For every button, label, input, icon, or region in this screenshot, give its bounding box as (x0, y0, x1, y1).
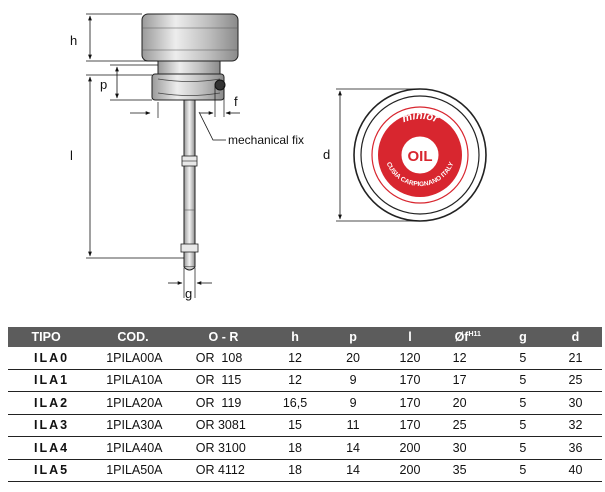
cell-d: 25 (548, 369, 602, 392)
cell-cod: 1PILA10A (84, 369, 182, 392)
cell-p: 9 (324, 391, 382, 415)
cell-or: OR 115 (181, 369, 266, 392)
table-header-row: TIPO COD. O - R h p l ØfH11 g d (8, 327, 602, 347)
cell-f: 20 (438, 391, 497, 415)
cell-h: 12 (265, 347, 325, 370)
label-p: p (100, 77, 107, 92)
cell-or: OR 119 (181, 391, 266, 415)
cell-d: 40 (548, 459, 602, 482)
cell-or: OR 4112 (181, 459, 266, 482)
dimension-f: f (200, 86, 240, 117)
cell-d: 32 (548, 414, 602, 437)
cell-l: 200 (381, 459, 439, 482)
cell-d: 36 (548, 436, 602, 460)
cell-f: 30 (438, 436, 497, 460)
header-diameter-f-text: Øf (454, 330, 469, 344)
cell-g: 5 (496, 414, 549, 437)
cell-tipo: ILA0 (8, 347, 85, 370)
label-g: g (185, 286, 192, 301)
cell-g: 5 (496, 347, 549, 370)
mechanical-fix-callout: mechanical fix (130, 102, 304, 147)
cell-g: 5 (496, 436, 549, 460)
cell-h: 16,5 (265, 391, 325, 415)
header-p: p (324, 327, 382, 347)
cell-h: 15 (265, 414, 325, 437)
cell-g: 5 (496, 391, 549, 415)
cell-h: 18 (265, 436, 325, 460)
cell-cod: 1PILA00A (84, 347, 182, 370)
cell-tipo: ILA4 (8, 436, 85, 460)
header-h: h (265, 327, 325, 347)
cell-l: 200 (381, 436, 439, 460)
cell-cod: 1PILA30A (84, 414, 182, 437)
cell-f: 35 (438, 459, 497, 482)
cell-cod: 1PILA40A (84, 436, 182, 460)
dimension-l: l (70, 74, 184, 259)
header-diameter-f: ØfH11 (438, 327, 497, 347)
dimension-d: d (323, 88, 420, 222)
cell-l: 170 (381, 369, 439, 392)
cell-f: 25 (438, 414, 497, 437)
cell-p: 14 (324, 459, 382, 482)
cell-d: 30 (548, 391, 602, 415)
dimension-g: g (168, 268, 212, 301)
dimension-p: p (100, 64, 158, 101)
cell-h: 18 (265, 459, 325, 482)
cell-tipo: ILA5 (8, 459, 85, 482)
cap-top-view: minlor CUSIA CARPIGNANO ITALY OIL (353, 88, 487, 222)
label-h: h (70, 33, 77, 48)
cell-g: 5 (496, 369, 549, 392)
header-d: d (548, 327, 602, 347)
cell-or: OR 3100 (181, 436, 266, 460)
header-tipo: TIPO (8, 327, 85, 347)
cell-p: 11 (324, 414, 382, 437)
label-l: l (70, 148, 73, 163)
header-cod: COD. (84, 327, 182, 347)
header-or: O - R (181, 327, 266, 347)
cell-f: 17 (438, 369, 497, 392)
technical-drawing: h l p f mechanical fix g (70, 13, 487, 301)
cell-tipo: ILA2 (8, 391, 85, 415)
cell-p: 14 (324, 436, 382, 460)
cell-cod: 1PILA50A (84, 459, 182, 482)
cell-or: OR 108 (181, 347, 266, 370)
cell-tipo: ILA3 (8, 414, 85, 437)
cell-l: 170 (381, 391, 439, 415)
label-d: d (323, 147, 330, 162)
cell-p: 9 (324, 369, 382, 392)
cell-l: 120 (381, 347, 439, 370)
cell-tipo: ILA1 (8, 369, 85, 392)
cell-p: 20 (324, 347, 382, 370)
cell-h: 12 (265, 369, 325, 392)
dipstick-side-view (141, 13, 239, 271)
header-g: g (496, 327, 549, 347)
label-mechanical-fix: mechanical fix (228, 133, 304, 147)
cell-or: OR 3081 (181, 414, 266, 437)
cell-f: 12 (438, 347, 497, 370)
label-f: f (234, 94, 238, 109)
svg-text:minlor: minlor (401, 110, 441, 126)
badge-oil-text: OIL (408, 148, 433, 165)
cell-d: 21 (548, 347, 602, 370)
badge-brand-text: minlor (401, 110, 441, 126)
cell-l: 170 (381, 414, 439, 437)
dimension-h: h (70, 13, 158, 62)
header-l: l (381, 327, 439, 347)
cell-cod: 1PILA20A (84, 391, 182, 415)
cell-g: 5 (496, 459, 549, 482)
header-tolerance: H11 (468, 330, 481, 338)
